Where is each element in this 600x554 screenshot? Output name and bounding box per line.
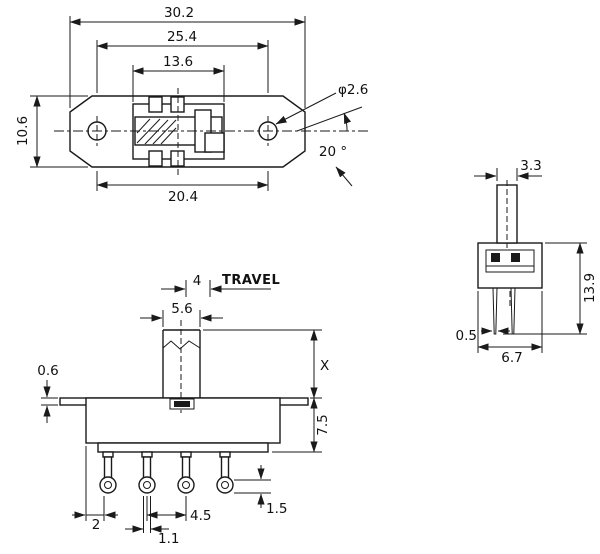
pin-terminal: [216, 451, 234, 494]
dim-pin-thickness-label: 0.5: [456, 328, 477, 344]
dim-bend-angle-label: 20 °: [319, 144, 347, 160]
dim-overall-height: 13.9: [503, 242, 598, 335]
dim-hole-diameter-label: φ2.6: [338, 82, 368, 98]
dim-base-width: 20.4: [96, 171, 269, 205]
dim-flange-height-label: 10.6: [15, 116, 31, 146]
dim-pin-width-label: 1.1: [158, 531, 179, 547]
pin-terminal: [138, 451, 156, 494]
dim-knob-width: 5.6: [140, 301, 223, 327]
dim-bend-angle: 20 °: [296, 106, 363, 187]
dim-flange-thickness-label: 0.6: [37, 363, 58, 379]
dim-slot-length-label: 13.6: [163, 54, 193, 70]
dim-base-width-label: 20.4: [168, 189, 198, 205]
dim-pin-thickness: 0.5: [456, 327, 510, 344]
travel-text-label: TRAVEL: [222, 273, 280, 288]
dim-pin-edge-offset-label: 2: [92, 517, 101, 533]
pin-terminal: [177, 451, 195, 494]
dim-actuator-width-label: 3.3: [520, 158, 541, 174]
dim-overall-width-label: 30.2: [164, 5, 194, 21]
dim-overall-width: 30.2: [69, 5, 306, 108]
dim-eyelet-offset-label: 1.5: [266, 501, 287, 517]
dim-slot-length: 13.6: [132, 54, 225, 102]
front-view: 4 TRAVEL 5.6 0.6 X 7.5: [37, 273, 331, 547]
dim-actuator-height: X: [203, 329, 329, 399]
dim-overall-height-label: 13.9: [582, 273, 598, 303]
dim-travel-label: 4: [193, 273, 202, 289]
dim-hole-spacing: 25.4: [96, 29, 269, 93]
dim-pin-pitch: 4.5: [146, 496, 211, 524]
dim-travel: 4 TRAVEL: [161, 273, 280, 297]
dim-eyelet-offset: 1.5: [234, 465, 287, 517]
dim-pin-edge-offset: 2: [72, 446, 118, 533]
dim-hole-diameter: φ2.6: [275, 82, 368, 125]
dim-body-height: 7.5: [272, 397, 331, 453]
front-body: [59, 397, 309, 453]
dim-body-depth: 6.7: [477, 291, 543, 366]
side-pins: [492, 287, 516, 335]
dim-flange-height: 10.6: [15, 95, 88, 168]
front-pins: [99, 451, 234, 494]
dim-hole-spacing-label: 25.4: [167, 29, 197, 45]
dim-pin-width: 1.1: [125, 496, 179, 547]
top-view: 30.2 25.4 13.6 10.6 20.4 φ2.6: [15, 5, 368, 205]
dim-knob-width-label: 5.6: [171, 301, 192, 317]
dim-flange-thickness: 0.6: [37, 363, 59, 423]
side-view: 3.3 13.9 0.5 6.7: [456, 158, 598, 366]
dim-body-depth-label: 6.7: [501, 350, 522, 366]
top-view-centerlines: [54, 88, 368, 176]
dim-body-height-label: 7.5: [315, 414, 331, 435]
pin-terminal: [99, 451, 117, 494]
dim-pin-pitch-label: 4.5: [190, 508, 211, 524]
side-body: [477, 184, 543, 289]
dim-actuator-width: 3.3: [474, 158, 542, 181]
dim-actuator-height-label: X: [320, 358, 329, 374]
